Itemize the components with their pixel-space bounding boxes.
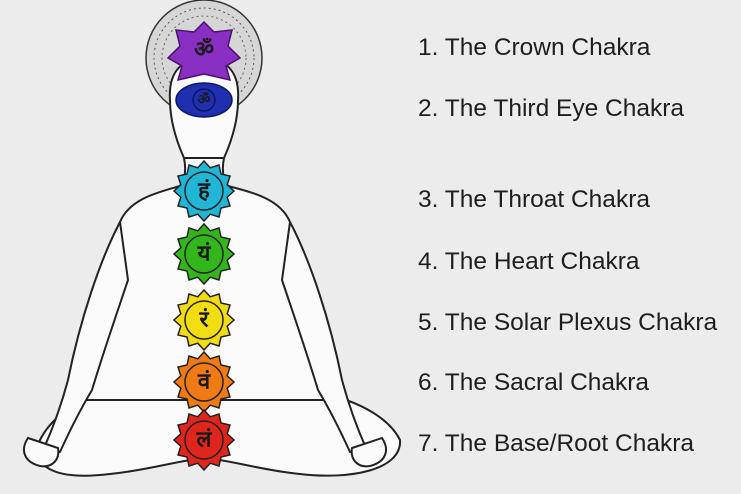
chakra-label-solar-plexus: 5. The Solar Plexus Chakra bbox=[418, 309, 718, 336]
chakra-third-eye-symbol: ॐ bbox=[175, 82, 233, 118]
chakra-throat-glyph: हं bbox=[197, 179, 211, 204]
chakra-label-sacral: 6. The Sacral Chakra bbox=[418, 369, 650, 396]
chakra-solar-plexus-center bbox=[184, 300, 224, 340]
svg-text:ॐ: ॐ bbox=[194, 38, 214, 63]
hands bbox=[23, 436, 387, 468]
chakra-throat-center bbox=[184, 171, 224, 211]
chakra-crown-symbol: ॐ bbox=[166, 20, 242, 82]
chakra-label-throat: 3. The Throat Chakra bbox=[418, 186, 650, 213]
chakra-sacral-symbol: वं bbox=[172, 350, 236, 414]
chakra-base-root-glyph: लं bbox=[196, 428, 213, 453]
lower-chakra-symbols: हं यं रं वं लं bbox=[172, 159, 236, 472]
svg-text:ॐ: ॐ bbox=[198, 91, 211, 108]
meditation-figure-diagram: ॐ ॐ हं यं रं वं लं bbox=[23, 0, 402, 477]
chakra-sacral-center bbox=[184, 362, 224, 402]
chakra-label-heart: 4. The Heart Chakra bbox=[418, 248, 640, 275]
chakra-solar-plexus-symbol: रं bbox=[172, 288, 236, 352]
chakra-label-crown: 1. The Crown Chakra bbox=[418, 34, 651, 61]
chakra-base-root-center bbox=[184, 420, 224, 460]
chakra-heart-center bbox=[184, 234, 224, 274]
chakra-label-base-root: 7. The Base/Root Chakra bbox=[418, 430, 695, 457]
chakra-heart-glyph: यं bbox=[197, 242, 212, 267]
chakra-heart-symbol: यं bbox=[172, 222, 236, 286]
chakra-label-third-eye: 2. The Third Eye Chakra bbox=[418, 95, 685, 122]
chakra-solar-plexus-glyph: रं bbox=[199, 308, 210, 333]
chakra-base-root-symbol: लं bbox=[172, 408, 236, 472]
chakra-sacral-glyph: वं bbox=[197, 370, 211, 395]
chakra-throat-symbol: हं bbox=[172, 159, 236, 223]
